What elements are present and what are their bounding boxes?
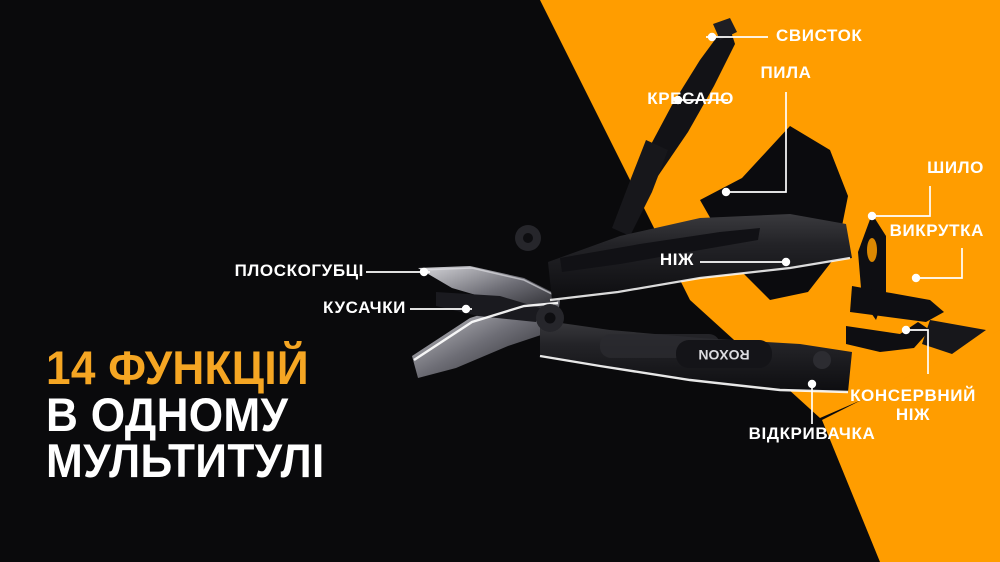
- dot-bottleopener: [807, 379, 817, 389]
- callout-label-awl: ШИЛО: [927, 158, 984, 177]
- pivot-screw-lower-slot: [544, 312, 556, 324]
- dot-canopener: [901, 325, 911, 335]
- dot-saw: [721, 187, 731, 197]
- dot-awl: [867, 211, 877, 221]
- end-screw: [813, 351, 831, 369]
- leader-screwdriver: [920, 248, 963, 279]
- multitool-handles: ROXON: [515, 214, 852, 394]
- dot-whistle: [707, 32, 717, 42]
- upper-handle-rim: [549, 256, 851, 302]
- headline-line-3: МУЛЬТИТУЛІ: [46, 434, 325, 488]
- orange-wedge-lower: [822, 330, 1000, 562]
- callout-label-knife: НІЖ: [659, 250, 694, 269]
- callout-label-screwdriver: ВИКРУТКА: [889, 221, 984, 240]
- screwdriver-blade: [850, 286, 944, 322]
- callout-label-pliers: ПЛОСКОГУБЦІ: [234, 261, 364, 280]
- jaw-rim-light: [413, 301, 559, 362]
- upper-handle: [548, 214, 852, 300]
- dot-knife: [781, 257, 791, 267]
- firestarter-rod: [612, 140, 668, 236]
- headline-line-2: В ОДНОМУ: [46, 387, 289, 441]
- tool-end-cap: [922, 320, 986, 354]
- jaw-gap: [436, 292, 540, 322]
- roxon-logo-text: ROXON: [698, 347, 749, 363]
- pliers-head: [412, 266, 560, 378]
- callout-label-cutters: КУСАЧКИ: [323, 298, 406, 317]
- awl-thumb-hole: [867, 238, 877, 262]
- callout-label-firestarter: КРЕСАЛО: [647, 89, 734, 108]
- callout-label-canopener: КОНСЕРВНИЙ НІЖ: [850, 386, 976, 425]
- headline-line-1: 14 ФУНКЦІЙ: [46, 341, 309, 394]
- dot-firestarter: [673, 95, 683, 105]
- leader-canopener: [908, 329, 929, 374]
- dot-cutters: [461, 304, 471, 314]
- logo-plate: [676, 340, 772, 368]
- serrated-blade: [560, 228, 760, 272]
- callout-label-bottleopener: ВІДКРИВАЧКА: [748, 424, 876, 443]
- pivot-screw-upper-slot: [523, 233, 533, 243]
- callout-label-whistle: СВИСТОК: [776, 26, 863, 45]
- dot-screwdriver: [911, 273, 921, 283]
- dot-pliers: [419, 267, 429, 277]
- leader-saw: [722, 92, 787, 193]
- headline-block: 14 ФУНКЦІЙ В ОДНОМУ МУЛЬТИТУЛІ: [46, 341, 342, 488]
- whistle-tip: [713, 18, 737, 40]
- callout-label-saw: ПИЛА: [760, 63, 812, 82]
- leader-awl: [872, 186, 931, 217]
- lower-handle-rim: [539, 354, 849, 394]
- jaw-rim-light-upper: [419, 267, 559, 298]
